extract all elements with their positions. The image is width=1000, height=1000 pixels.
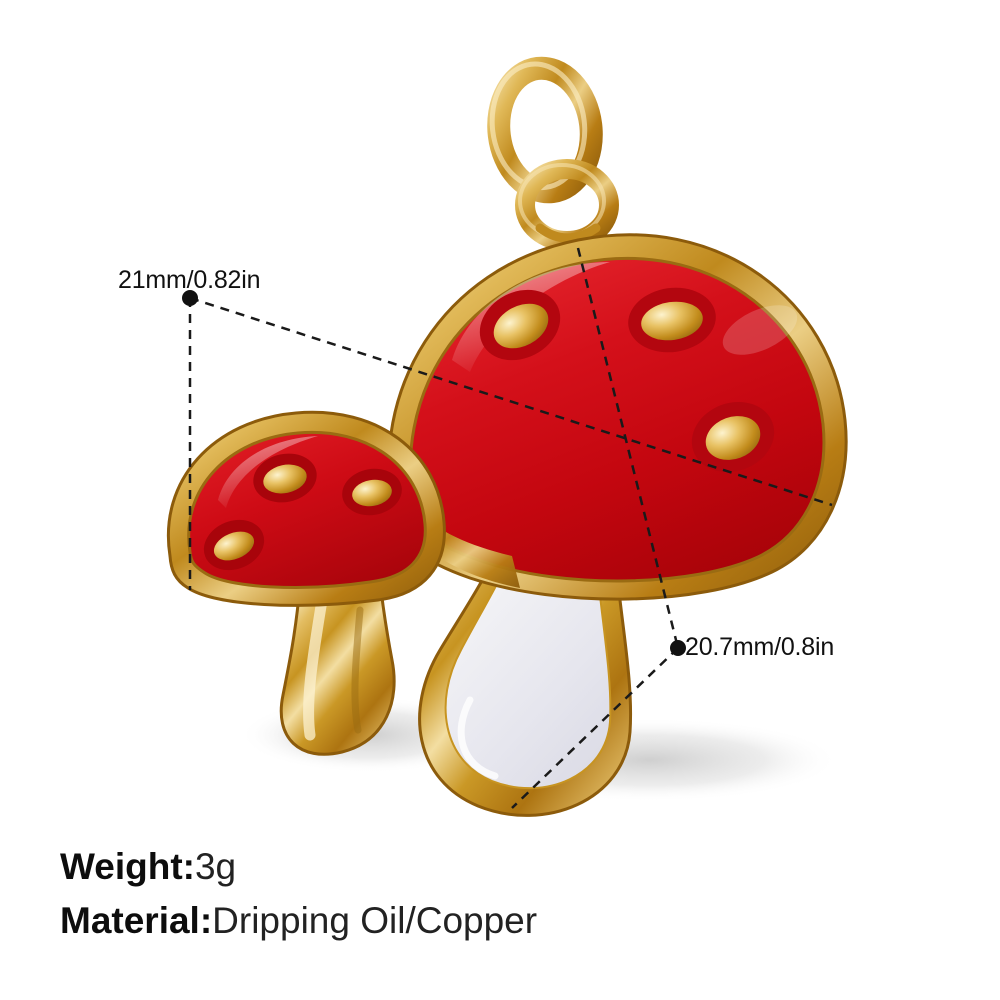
height-anchor-dot (670, 640, 686, 656)
dimension-annotations (182, 247, 833, 809)
bail-loop (515, 159, 619, 251)
dimension-label-height: 20.7mm/0.8in (685, 633, 835, 661)
large-mushroom (387, 233, 848, 817)
spec-value-material: Dripping Oil/Copper (212, 900, 538, 941)
width-diagonal-line (189, 296, 833, 507)
specification-block: Weight:3g Material:Dripping Oil/Copper (60, 840, 760, 948)
dimension-label-width: 21mm/0.82in (118, 266, 261, 294)
cap-spots (479, 287, 775, 473)
small-mushroom-stem (279, 578, 396, 756)
jump-ring (487, 56, 603, 204)
height-upper-line (576, 247, 680, 649)
spec-row-weight: Weight:3g (60, 840, 760, 894)
spec-label-weight: Weight: (60, 846, 195, 887)
small-mushroom-cap (167, 410, 446, 607)
spec-row-material: Material:Dripping Oil/Copper (60, 894, 760, 948)
spec-value-weight: 3g (194, 846, 237, 887)
small-mushroom (167, 410, 446, 756)
small-cap-spots (203, 453, 402, 571)
large-mushroom-cap (387, 233, 848, 601)
height-lower-line (511, 647, 679, 809)
spec-label-material: Material: (60, 900, 213, 941)
width-anchor-dot (182, 290, 198, 306)
